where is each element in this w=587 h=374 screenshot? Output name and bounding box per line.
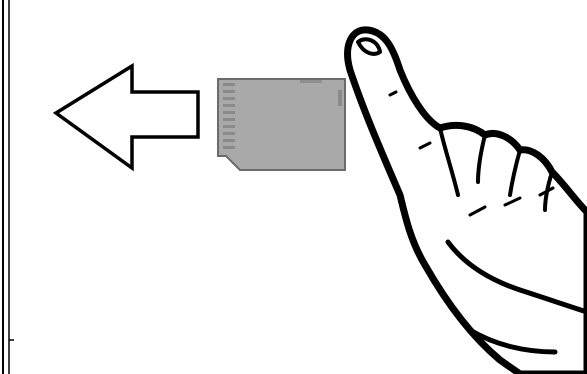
memory-card-icon	[218, 79, 345, 170]
pointing-hand-icon	[348, 30, 587, 374]
arrow-left-outline-icon	[56, 66, 198, 168]
frame-border	[3, 0, 14, 374]
